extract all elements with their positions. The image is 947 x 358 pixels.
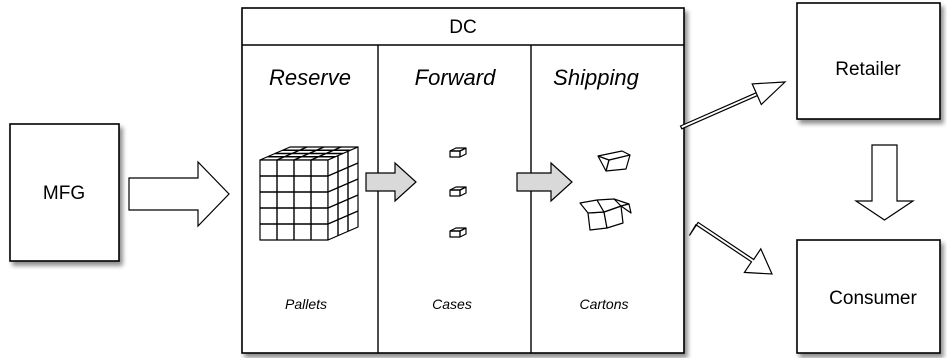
arrow-forward-to-shipping	[516, 161, 573, 203]
pallet-stack-icon	[259, 146, 359, 241]
zone-title-shipping: Shipping	[553, 65, 639, 90]
consumer-node: Consumer	[796, 239, 941, 354]
retailer-node: Retailer	[796, 2, 941, 120]
dc-label: DC	[449, 17, 476, 38]
zone-title-reserve: Reserve	[269, 65, 351, 90]
mfg-node: MFG	[9, 123, 120, 262]
zone-unit-pallets: Pallets	[285, 296, 327, 312]
retailer-label: Retailer	[835, 59, 901, 80]
open-carton-icon	[597, 150, 631, 172]
arrow-mfg-to-dc	[128, 160, 230, 228]
case-icon	[449, 186, 467, 197]
zone-title-forward: Forward	[415, 65, 496, 90]
open-box-icon	[579, 198, 632, 231]
case-icon	[449, 147, 467, 158]
zone-unit-cases: Cases	[432, 296, 472, 312]
consumer-label: Consumer	[829, 288, 917, 309]
zone-unit-cartons: Cartons	[579, 296, 628, 312]
mfg-label: MFG	[43, 183, 85, 204]
arrow-reserve-to-forward	[365, 161, 417, 203]
arrow-retailer-to-consumer	[854, 144, 915, 221]
arrow-dc-to-retailer	[679, 81, 787, 130]
case-icon	[449, 227, 467, 238]
arrow-dc-to-consumer	[688, 221, 773, 275]
